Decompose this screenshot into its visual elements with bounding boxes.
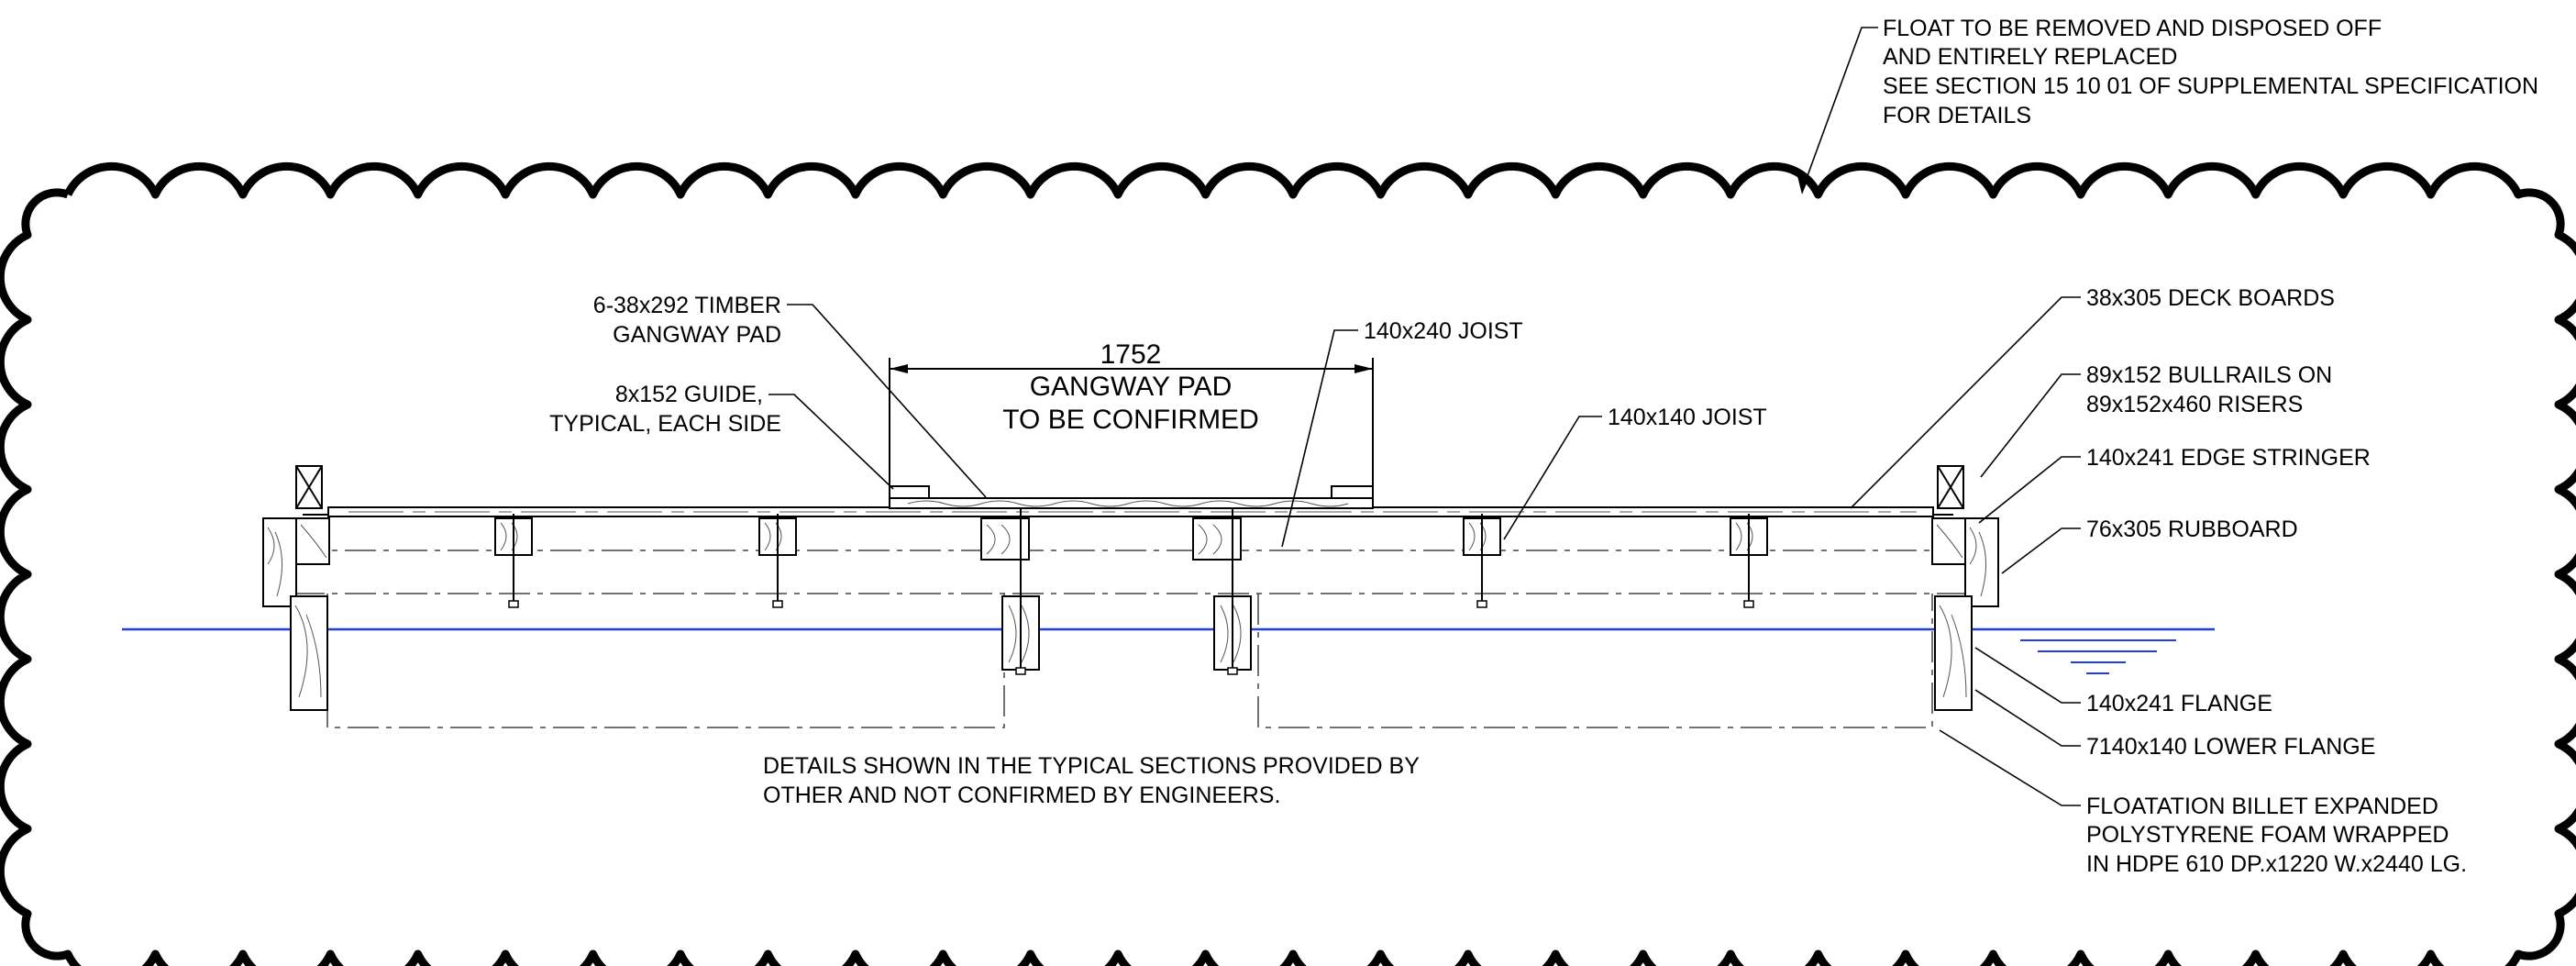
dimension-label-1: GANGWAY PAD bbox=[1030, 372, 1233, 402]
bullrails-label-1: 89x152 BULLRAILS ON bbox=[2086, 362, 2332, 388]
lower-flange-leader bbox=[1974, 689, 2081, 747]
gangway-guide-right bbox=[1331, 485, 1374, 500]
lower-flange-label: 7140x140 LOWER FLANGE bbox=[2086, 734, 2375, 760]
water-level bbox=[122, 627, 2215, 674]
callout-joist-240: 140x240 JOIST bbox=[1281, 318, 1523, 548]
joist-240-label: 140x240 JOIST bbox=[1364, 318, 1523, 344]
callout-edge-stringer: 140x241 EDGE STRINGER bbox=[1978, 445, 2371, 524]
general-note: DETAILS SHOWN IN THE TYPICAL SECTIONS PR… bbox=[763, 753, 1420, 808]
flange-leader bbox=[1974, 647, 2081, 704]
revision-note-line-1: FLOAT TO BE REMOVED AND DISPOSED OFF bbox=[1883, 16, 2382, 41]
callout-timber-pad: 6-38x292 TIMBER GANGWAY PAD bbox=[593, 293, 987, 498]
joist-240-lower-grain-2 bbox=[1220, 605, 1242, 663]
timber-pad-leader bbox=[787, 304, 987, 498]
joist-240-upper-2 bbox=[1192, 517, 1242, 561]
bolt-nut-4 bbox=[1743, 600, 1754, 608]
revision-note: FLOAT TO BE REMOVED AND DISPOSED OFF AND… bbox=[1797, 16, 2538, 194]
billet-label-2: POLYSTYRENE FOAM WRAPPED bbox=[2086, 822, 2449, 848]
dimension-value: 1752 bbox=[1100, 339, 1162, 370]
rubboard-leader bbox=[2001, 527, 2081, 574]
revision-note-line-4: FOR DETAILS bbox=[1883, 103, 2031, 128]
gangway-dimension: 1752 GANGWAY PAD TO BE CONFIRMED bbox=[889, 339, 1374, 486]
callout-flange: 140x241 FLANGE bbox=[1974, 647, 2272, 716]
floatation-billet-outline bbox=[293, 514, 1972, 728]
callout-bullrails: 89x152 BULLRAILS ON 89x152x460 RISERS bbox=[1980, 362, 2332, 478]
joist-240-grain-2 bbox=[1198, 524, 1222, 555]
bullrail-right-x2 bbox=[1937, 465, 1964, 509]
billet-label-3: IN HDPE 610 DP.x1220 W.x2440 LG. bbox=[2086, 851, 2467, 877]
revision-note-line-3: SEE SECTION 15 10 01 OF SUPPLEMENTAL SPE… bbox=[1883, 73, 2538, 99]
callout-rubboard: 76x305 RUBBOARD bbox=[2001, 516, 2298, 574]
bullrails-label-2: 89x152x460 RISERS bbox=[2086, 392, 2303, 417]
callout-lower-flange: 7140x140 LOWER FLANGE bbox=[1974, 689, 2375, 760]
billet-label-1: FLOATATION BILLET EXPANDED bbox=[2086, 794, 2438, 819]
note-line-2: OTHER AND NOT CONFIRMED BY ENGINEERS. bbox=[763, 783, 1280, 808]
joist-240-lower-grain-1 bbox=[1008, 605, 1030, 663]
callout-deck-boards: 38x305 DECK BOARDS bbox=[1850, 285, 2335, 509]
bolt-nut-3 bbox=[1476, 600, 1487, 608]
gangway-pad-grain bbox=[907, 500, 1349, 507]
timber-pad-label-2: GANGWAY PAD bbox=[613, 322, 781, 348]
guide-label-1: 8x152 GUIDE, bbox=[615, 382, 763, 407]
bolt-nut-2 bbox=[772, 600, 783, 608]
revision-note-arrowhead bbox=[1797, 176, 1808, 194]
gangway-pad bbox=[889, 485, 1374, 509]
end-assembly-left bbox=[262, 465, 330, 711]
revision-note-leader bbox=[1801, 27, 1878, 192]
deck-boards-label: 38x305 DECK BOARDS bbox=[2086, 285, 2335, 311]
edge-stringer-label: 140x241 EDGE STRINGER bbox=[2086, 445, 2371, 471]
guide-label-2: TYPICAL, EACH SIDE bbox=[549, 411, 781, 437]
joist-240-nut-1 bbox=[1015, 667, 1026, 675]
revision-cloud bbox=[0, 161, 2576, 966]
end-right-grain bbox=[1936, 524, 1987, 698]
edge-stringer-right bbox=[1931, 517, 1966, 565]
guide-leader bbox=[768, 394, 894, 490]
joist-240-upper-1 bbox=[980, 517, 1030, 561]
flange-right bbox=[1934, 595, 1973, 711]
callout-joist-140: 140x140 JOIST bbox=[1503, 405, 1767, 540]
joist-240-nut-2 bbox=[1227, 667, 1238, 675]
rubboard-label: 76x305 RUBBOARD bbox=[2086, 516, 2298, 542]
note-line-1: DETAILS SHOWN IN THE TYPICAL SECTIONS PR… bbox=[763, 753, 1420, 779]
end-left-grain bbox=[267, 524, 327, 698]
billet-leader bbox=[1939, 729, 2081, 806]
dim-arrow-left bbox=[890, 364, 908, 373]
deck-boards-leader bbox=[1850, 296, 2081, 509]
flange-left bbox=[290, 595, 328, 711]
timber-pad-label-1: 6-38x292 TIMBER bbox=[593, 293, 781, 318]
edge-stringer-leader bbox=[1978, 456, 2081, 524]
billet-left-outline bbox=[326, 594, 1005, 728]
joist-140-label: 140x140 JOIST bbox=[1608, 405, 1767, 430]
joist-140-leader bbox=[1503, 416, 1602, 540]
callout-billet: FLOATATION BILLET EXPANDED POLYSTYRENE F… bbox=[1939, 729, 2467, 877]
joist-240-leader bbox=[1281, 329, 1358, 548]
callout-guide: 8x152 GUIDE, TYPICAL, EACH SIDE bbox=[549, 382, 894, 490]
bolt-nut-1 bbox=[508, 600, 519, 608]
rubboard-left bbox=[262, 517, 297, 607]
billet-right-outline bbox=[1257, 594, 1933, 728]
flange-label: 140x241 FLANGE bbox=[2086, 691, 2272, 716]
dim-arrow-right bbox=[1354, 364, 1373, 373]
joists bbox=[494, 509, 1768, 675]
dimension-label-2: TO BE CONFIRMED bbox=[1002, 405, 1258, 435]
bullrail-left-x2 bbox=[295, 465, 323, 509]
gangway-guide-left bbox=[889, 485, 930, 500]
end-assembly-right bbox=[1931, 465, 1999, 711]
revision-note-line-2: AND ENTIRELY REPLACED bbox=[1883, 44, 2177, 70]
joist-240-grain-1 bbox=[986, 524, 1011, 555]
bullrails-leader bbox=[1980, 373, 2081, 478]
